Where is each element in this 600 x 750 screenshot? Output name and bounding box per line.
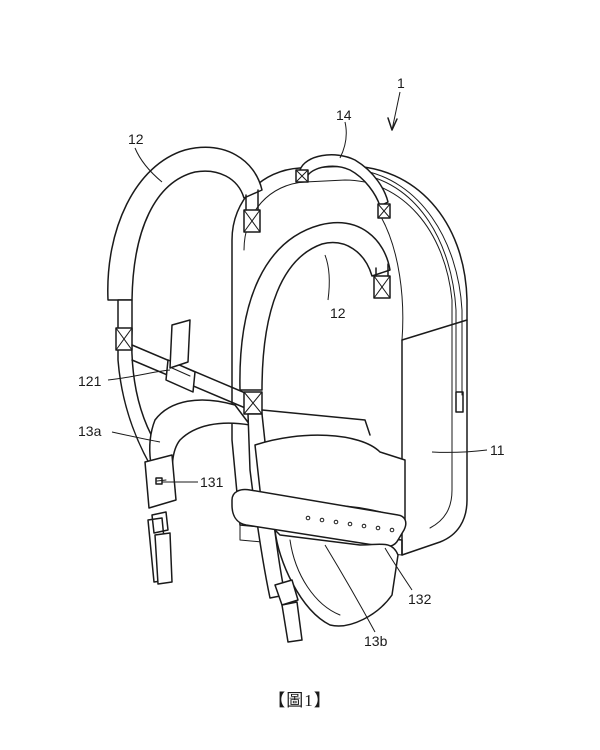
waist-wing-left <box>131 319 251 509</box>
label-ref-12-left: 12 <box>128 131 144 147</box>
label-ref-14: 14 <box>336 107 352 123</box>
hip-belt <box>231 409 407 548</box>
reference-labels: 1 14 12 12 121 13a 131 11 132 13b <box>78 75 505 649</box>
label-ref-131: 131 <box>200 474 224 490</box>
top-handle <box>295 154 391 219</box>
label-ref-13a: 13a <box>78 423 102 439</box>
label-ref-121: 121 <box>78 373 102 389</box>
leader-lines <box>107 91 488 633</box>
label-ref-12-right: 12 <box>330 305 346 321</box>
label-ref-132: 132 <box>408 591 432 607</box>
label-ref-11: 11 <box>490 442 505 458</box>
waist-wing-right <box>154 529 399 643</box>
label-ref-1: 1 <box>397 75 405 91</box>
figure-caption: 【圖1】 <box>268 691 332 710</box>
label-ref-13b: 13b <box>364 633 388 649</box>
